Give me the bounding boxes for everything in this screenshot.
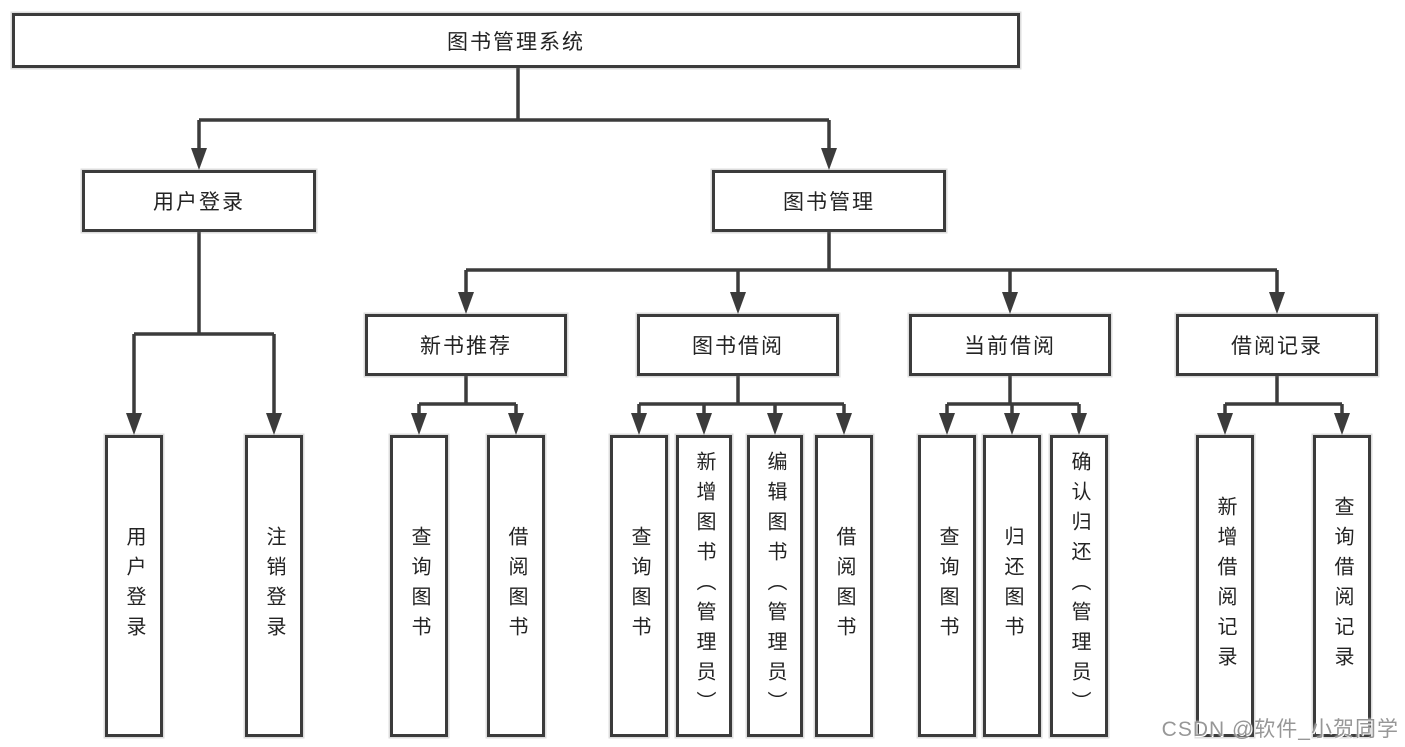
- node-leaf-query-books-2: 查询图书: [610, 435, 668, 737]
- node-label: 新书推荐: [420, 335, 512, 358]
- node-leaf-add-book-admin: 新增图书（管理员）: [676, 435, 732, 737]
- node-leaf-logout: 注销登录: [245, 435, 303, 737]
- node-label: 查询图书: [408, 526, 430, 646]
- node-leaf-query-books-1: 查询图书: [390, 435, 448, 737]
- node-label: 借阅图书: [505, 526, 527, 646]
- node-library-system: 图书管理系统: [12, 13, 1020, 68]
- node-leaf-confirm-return-admin: 确认归还（管理员）: [1050, 435, 1108, 737]
- node-leaf-user-login: 用户登录: [105, 435, 163, 737]
- node-new-book-recommend: 新书推荐: [365, 314, 567, 376]
- node-label: 查询图书: [936, 526, 958, 646]
- node-leaf-edit-book-admin: 编辑图书（管理员）: [747, 435, 803, 737]
- watermark-text: CSDN @软件_小贺同学: [1161, 718, 1399, 741]
- node-label: 借阅图书: [833, 526, 855, 646]
- node-leaf-query-books-3: 查询图书: [918, 435, 976, 737]
- node-label: 图书管理系统: [447, 30, 585, 54]
- node-label: 图书借阅: [692, 335, 784, 358]
- node-label: 当前借阅: [964, 335, 1056, 358]
- node-book-borrow: 图书借阅: [637, 314, 839, 376]
- node-leaf-return-book: 归还图书: [983, 435, 1041, 737]
- node-current-borrow: 当前借阅: [909, 314, 1111, 376]
- node-label: 用户登录: [123, 526, 145, 646]
- node-label: 确认归还（管理员）: [1068, 451, 1090, 721]
- node-label: 新增借阅记录: [1214, 496, 1236, 676]
- node-leaf-borrow-books-1: 借阅图书: [487, 435, 545, 737]
- node-label: 新增图书（管理员）: [693, 451, 715, 721]
- node-label: 查询借阅记录: [1331, 496, 1353, 676]
- node-label: 借阅记录: [1231, 335, 1323, 358]
- node-label: 编辑图书（管理员）: [764, 451, 786, 721]
- node-label: 查询图书: [628, 526, 650, 646]
- node-book-management: 图书管理: [712, 170, 946, 232]
- node-label: 用户登录: [153, 191, 245, 214]
- node-leaf-borrow-books-2: 借阅图书: [815, 435, 873, 737]
- node-label: 注销登录: [263, 526, 285, 646]
- node-borrow-records: 借阅记录: [1176, 314, 1378, 376]
- node-leaf-query-borrow-record: 查询借阅记录: [1313, 435, 1371, 737]
- node-leaf-add-borrow-record: 新增借阅记录: [1196, 435, 1254, 737]
- node-label: 图书管理: [783, 191, 875, 214]
- node-label: 归还图书: [1001, 526, 1023, 646]
- node-user-login: 用户登录: [82, 170, 316, 232]
